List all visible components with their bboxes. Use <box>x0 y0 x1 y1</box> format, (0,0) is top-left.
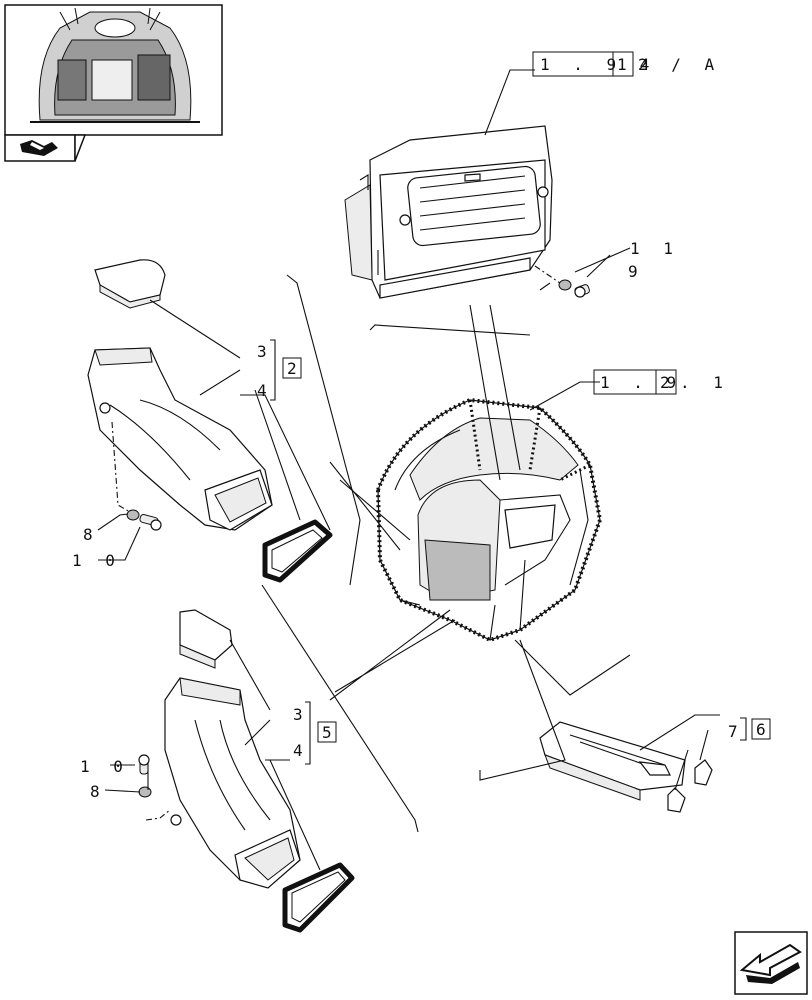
ref-callout-frame: 1 . 9 2 . 1 <box>593 369 730 395</box>
cab-thumbnail[interactable] <box>4 4 223 162</box>
next-page-arrow-button[interactable] <box>734 931 808 995</box>
ref-frame-suffix: . 1 <box>680 373 730 392</box>
callout-floor-duct: 7 6 <box>728 717 773 741</box>
thumbnail-cab-sketch <box>30 7 200 123</box>
top-panel-assembly <box>344 125 553 299</box>
upper-bolt-10 <box>139 513 162 531</box>
clip-right <box>694 759 713 786</box>
ref-frame-prefix: 1 . 9 <box>600 373 683 392</box>
clip-left <box>667 787 686 813</box>
callout-upper-3: 3 <box>257 342 274 361</box>
lower-plug-3 <box>179 609 233 669</box>
callout-top-washer-11: 1 1 <box>630 239 680 258</box>
callout-upper-bolt-10: 1 0 <box>72 551 122 570</box>
lower-seal <box>282 862 355 933</box>
upper-washer-8 <box>126 509 140 521</box>
callout-upper-group: 2 <box>287 359 304 378</box>
folder-icon <box>20 140 58 156</box>
upper-seal <box>262 519 333 583</box>
cab-frame <box>375 397 603 643</box>
upper-air-duct-4 <box>87 347 273 531</box>
callout-lower-4: 4 <box>293 741 310 760</box>
ref-top-suffix: 2 / A <box>638 55 721 74</box>
callout-floor-7: 7 <box>728 722 745 741</box>
ref-frame-boxed: 2 <box>660 373 677 392</box>
lower-air-duct-4 <box>164 677 301 889</box>
ref-callout-top: 1 . 9 4 1 2 / A <box>532 51 721 77</box>
bolt-9 <box>574 284 590 298</box>
callout-lower-washer-8: 8 <box>90 782 107 801</box>
ref-top-boxed: 1 <box>617 55 634 74</box>
callout-floor-group: 6 <box>756 720 773 739</box>
arrow-icon <box>739 943 802 984</box>
ref-top-prefix: 1 . 9 4 <box>540 55 656 74</box>
callout-upper-4: 4 <box>257 381 274 400</box>
callout-upper-duct: 3 4 2 <box>257 339 304 401</box>
callout-top-bolt-9: 9 <box>628 262 645 281</box>
lower-washer-8 <box>138 786 152 798</box>
lower-bolt-10 <box>138 754 150 775</box>
callout-lower-duct: 3 4 5 <box>293 701 339 765</box>
callout-upper-washer-8: 8 <box>83 525 100 544</box>
callout-lower-group: 5 <box>322 723 339 742</box>
upper-plug-3 <box>94 259 166 309</box>
washer-11 <box>558 279 572 291</box>
floor-duct-7 <box>539 721 686 801</box>
leader-lines <box>97 69 720 871</box>
callout-lower-bolt-10: 1 0 <box>80 757 130 776</box>
callout-lower-3: 3 <box>293 705 310 724</box>
